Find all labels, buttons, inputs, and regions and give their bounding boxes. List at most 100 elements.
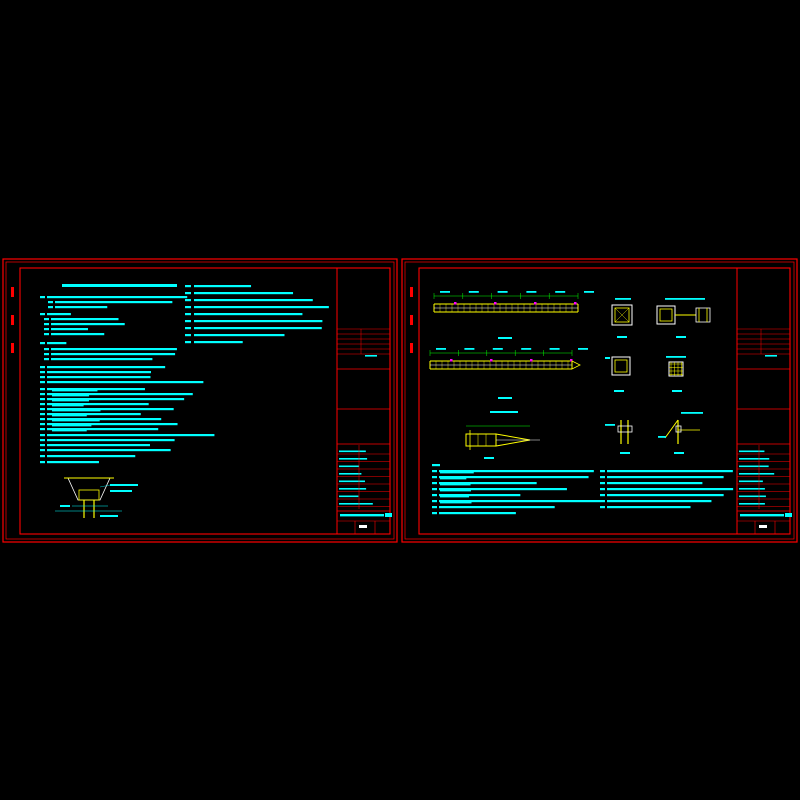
joint-label <box>674 452 684 454</box>
note-number <box>185 320 191 323</box>
sheet1-binding-mark <box>11 287 14 297</box>
sheet2-info-text <box>739 465 769 468</box>
joint-callout <box>658 436 666 438</box>
note-emphasis <box>52 398 90 402</box>
note-number <box>48 301 53 304</box>
dimension-text <box>521 348 532 350</box>
note-text-line <box>194 313 303 316</box>
note-number <box>40 423 45 426</box>
note-text-line <box>194 320 323 323</box>
note-text-line <box>51 353 176 356</box>
note-emphasis <box>440 488 472 492</box>
note-number <box>185 299 191 302</box>
note-number <box>185 285 191 288</box>
sheet1-info-text <box>339 458 368 460</box>
section-label <box>617 336 627 338</box>
sheet2-binding-mark <box>410 315 413 325</box>
note-emphasis <box>440 482 471 486</box>
note-number <box>40 388 45 391</box>
note-number <box>432 512 437 515</box>
section-dimension <box>665 298 705 300</box>
sheet2-sheet-mark <box>759 525 767 528</box>
sheet1-info-text <box>339 480 365 483</box>
note-emphasis <box>440 500 472 504</box>
note-number <box>432 470 437 473</box>
note-number <box>40 381 45 384</box>
note-number <box>432 500 437 503</box>
note-text-line <box>51 318 119 321</box>
note-number <box>40 313 45 316</box>
sheet2-info-text <box>739 473 775 475</box>
note-text-line <box>439 470 594 473</box>
note-emphasis <box>52 428 87 432</box>
note-text-line <box>439 500 601 503</box>
note-text-line <box>607 470 733 473</box>
section-dimension <box>605 357 610 359</box>
note-text-line <box>607 500 712 503</box>
joint-callout <box>681 412 703 414</box>
pile-elevation-2 <box>429 348 588 399</box>
note-text-line <box>194 334 285 337</box>
note-number <box>600 500 605 503</box>
sheet1-binding-mark <box>11 343 14 353</box>
sheet2-outer-border <box>401 258 798 543</box>
note-text-line <box>607 506 691 509</box>
section-rebar-cage <box>614 307 630 323</box>
dimension-text <box>584 291 594 293</box>
note-text-line <box>194 299 313 302</box>
note-number <box>185 327 191 330</box>
dimension-text <box>578 348 588 350</box>
note-text-line <box>47 439 175 442</box>
joint-angle-bar <box>664 419 679 439</box>
note-number <box>44 333 49 336</box>
note-number <box>185 292 191 295</box>
note-text-line <box>47 381 204 384</box>
note-emphasis <box>440 470 474 474</box>
marker <box>574 302 577 305</box>
section-plate <box>695 307 711 323</box>
note-text-line <box>47 413 141 416</box>
sheet1-outer-border <box>2 258 398 543</box>
note-number <box>600 488 605 491</box>
note-number <box>40 455 45 458</box>
note-number <box>44 353 49 356</box>
sheet1-info-text <box>339 488 367 490</box>
dimension-text <box>492 348 503 350</box>
sheet1-info-text <box>339 495 359 498</box>
note-number <box>40 418 45 421</box>
note-text-line <box>47 449 171 452</box>
joint-weld <box>675 425 682 433</box>
sheet2-inner-border <box>418 267 791 535</box>
marker <box>534 302 537 305</box>
note-number <box>40 371 45 374</box>
note-number <box>40 413 45 416</box>
note-number <box>40 439 45 442</box>
section-label <box>676 336 686 338</box>
section-3 <box>605 356 631 392</box>
section-dimension <box>666 356 686 358</box>
note-text-line <box>47 434 215 437</box>
note-emphasis <box>440 494 470 498</box>
note-number <box>432 482 437 485</box>
note-text-line <box>607 488 734 491</box>
elevation-label <box>498 397 512 399</box>
note-text-line <box>51 358 153 361</box>
note-text-line <box>51 333 105 336</box>
section-label <box>672 390 682 392</box>
dimension-text <box>526 291 537 293</box>
note-text-line <box>194 292 294 295</box>
joint-detail-2 <box>658 412 703 454</box>
pile-elevation-1 <box>433 291 594 339</box>
note-text-line <box>47 423 178 426</box>
section-core <box>659 308 673 322</box>
sheet1-info-text <box>339 450 366 453</box>
section-4 <box>666 356 686 392</box>
note-number <box>185 341 191 344</box>
joint-label <box>620 452 630 454</box>
section-outline <box>668 361 684 377</box>
marker <box>454 302 457 305</box>
marker <box>494 302 497 305</box>
dimension-text <box>440 291 450 293</box>
note-text-line <box>47 418 162 421</box>
note-emphasis <box>440 476 467 480</box>
